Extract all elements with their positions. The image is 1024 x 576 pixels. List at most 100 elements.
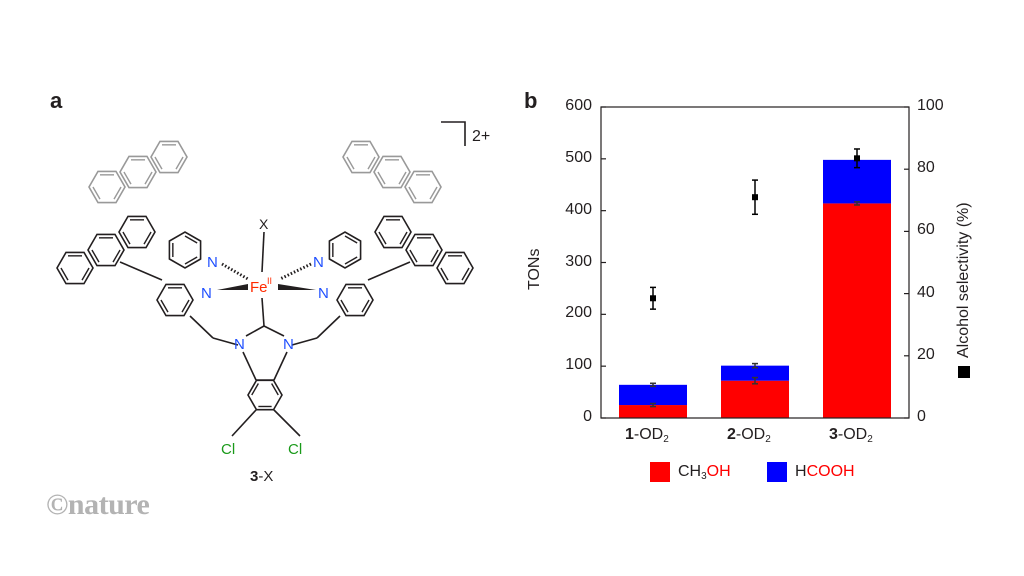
category-suffix: -OD (837, 426, 868, 443)
anthracene-ring (405, 233, 443, 267)
x-tick-label: 3-OD2 (829, 426, 873, 445)
legend-label-hcooh: HCOOH (795, 463, 855, 481)
panel-a-label: a (50, 88, 63, 113)
hashed-bond (279, 262, 312, 281)
nitrogen-label: N (201, 285, 212, 302)
x-tick-label: 2-OD2 (727, 426, 771, 445)
legend-label-ch3oh: CH3OH (678, 463, 731, 482)
anthracene-ring (88, 170, 126, 204)
category-suffix: -OD (633, 426, 664, 443)
selectivity-point (650, 295, 656, 302)
chlorine-label: Cl (221, 441, 235, 458)
legend-text: COOH (806, 463, 855, 480)
anthracene-ring (119, 155, 157, 189)
compound-suffix: -X (258, 468, 273, 485)
y-tick-label: 300 (565, 252, 592, 270)
anthracene-ring (56, 251, 94, 285)
nitrogen-label: N (313, 254, 324, 271)
legend-subscript: 3 (701, 470, 707, 482)
bond (189, 315, 214, 339)
anthracene-ring (118, 215, 156, 249)
legend-swatch-hcooh (767, 462, 787, 482)
nitrogen-label: N (234, 336, 245, 353)
legend-hcooh: HCOOH (767, 462, 855, 482)
y-tick-label: 400 (565, 200, 592, 218)
selectivity-point (854, 155, 860, 162)
category-number: 3 (829, 426, 838, 443)
selectivity-marker-icon (958, 366, 970, 378)
phenyl-ring (156, 283, 194, 317)
error-bar-ch3oh (854, 201, 860, 206)
bar-ch3oh (619, 405, 687, 418)
charge-label: 2+ (472, 128, 490, 145)
error-bar-total (752, 362, 758, 369)
error-bar-ch3oh (752, 376, 758, 385)
nitrogen-label: N (283, 336, 294, 353)
right-axis-label-text: Alcohol selectivity (%) (955, 202, 972, 358)
nature-watermark: ©nature (46, 488, 150, 521)
category-subscript: 2 (663, 434, 669, 445)
x-tick-label: 1-OD2 (625, 426, 669, 445)
legend-text: CH (678, 462, 702, 480)
bond (291, 337, 318, 346)
nitrogen-label: N (318, 285, 329, 302)
bond (367, 261, 411, 281)
bond (231, 409, 257, 437)
y-tick-label: 600 (565, 97, 592, 114)
legend-swatch-ch3oh (650, 462, 670, 482)
bond (263, 325, 285, 337)
error-bar-ch3oh (650, 402, 656, 408)
category-subscript: 2 (867, 434, 873, 445)
anthracene-ring (436, 251, 474, 285)
right-tick-label: 40 (917, 283, 935, 301)
bond (261, 231, 265, 273)
category-number: 2 (727, 426, 736, 443)
bond (212, 337, 239, 346)
selectivity-point (752, 194, 758, 201)
bond (316, 315, 341, 339)
bond (119, 261, 163, 281)
bar-hcooh (721, 365, 789, 381)
bond (273, 351, 288, 381)
charge-bracket (441, 121, 466, 146)
error-bar-total (650, 382, 656, 388)
wedge-bond (217, 284, 248, 290)
right-axis-label: Alcohol selectivity (%) (955, 202, 973, 378)
legend-ch3oh: CH3OH (650, 462, 731, 482)
iron-label: Fe (250, 279, 268, 296)
axial-ligand-label: X (259, 216, 269, 232)
panel-b-label: b (524, 88, 538, 113)
chlorine-label: Cl (288, 441, 302, 458)
category-suffix: -OD (735, 426, 766, 443)
compound-number: 3 (250, 468, 258, 485)
right-tick-label: 0 (917, 408, 926, 425)
y-tick-label: 0 (583, 408, 592, 425)
y-tick-label: 100 (565, 356, 592, 374)
bond (261, 297, 265, 327)
bar-ch3oh (721, 380, 789, 418)
oxidation-state-label: II (267, 276, 272, 286)
anthracene-ring (404, 170, 442, 204)
bond (242, 351, 257, 381)
anthracene-ring (374, 215, 412, 249)
hashed-bond (221, 262, 249, 281)
bar-ch3oh (823, 203, 891, 418)
nitrogen-label: N (207, 254, 218, 271)
wedge-bond (278, 284, 316, 290)
pyridine-ring (168, 231, 202, 269)
y-tick-label: 200 (565, 304, 592, 322)
category-subscript: 2 (765, 434, 771, 445)
molecule-structure: 2+ X Fe II N N N N N N Cl Cl 3-X (56, 121, 490, 485)
right-tick-label: 100 (917, 97, 944, 114)
right-tick-label: 80 (917, 159, 935, 177)
anthracene-ring (342, 140, 380, 174)
right-tick-label: 60 (917, 221, 935, 239)
phenyl-ring (336, 283, 374, 317)
legend-text: OH (706, 462, 731, 480)
pyridine-ring (328, 231, 362, 269)
bar-hcooh (619, 384, 687, 406)
legend-text: H (795, 463, 807, 480)
category-number: 1 (625, 426, 634, 443)
y-axis-label: TONs (526, 248, 543, 290)
